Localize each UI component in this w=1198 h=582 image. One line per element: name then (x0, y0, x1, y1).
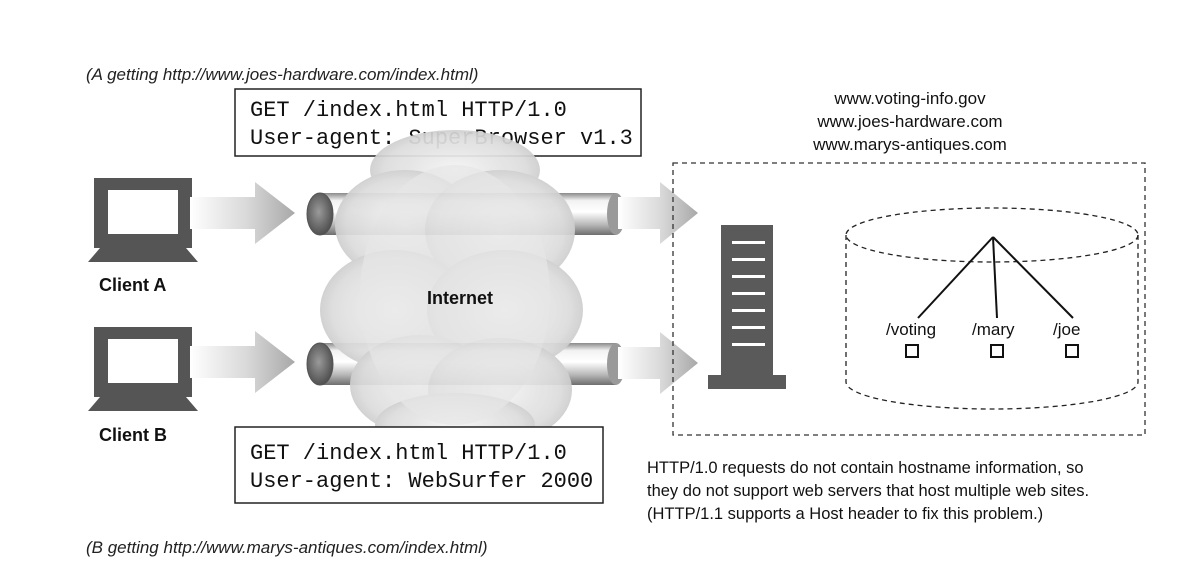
path-joe: /joe (1053, 320, 1080, 339)
request-box-b: GET /index.html HTTP/1.0 User-agent: Web… (234, 426, 604, 504)
request-b-line2: User-agent: WebSurfer 2000 (250, 469, 593, 494)
arrow-icon-client-b (190, 331, 295, 393)
host-marys-antiques: www.marys-antiques.com (812, 135, 1007, 154)
arrow-icon-server-a (618, 182, 698, 244)
caption-a: (A getting http://www.joes-hardware.com/… (86, 65, 478, 84)
request-a-line1: GET /index.html HTTP/1.0 (250, 98, 567, 123)
pipe-a-opening (306, 192, 334, 236)
path-mary: /mary (972, 320, 1015, 339)
directory-tree (917, 236, 1074, 319)
client-a-label: Client A (99, 275, 166, 295)
disk-cylinder-icon (845, 207, 1139, 410)
request-box-a: GET /index.html HTTP/1.0 User-agent: Sup… (234, 88, 642, 157)
file-square-icon (905, 344, 919, 358)
server-tower-icon (708, 225, 786, 389)
client-b-computer-monitor-icon (88, 327, 198, 411)
arrow-icon-client-a (190, 182, 295, 244)
file-square-icon (1065, 344, 1079, 358)
note-line-2: they do not support web servers that hos… (647, 482, 1089, 500)
internet-label: Internet (427, 288, 493, 308)
file-square-icon (990, 344, 1004, 358)
note-line-3: (HTTP/1.1 supports a Host header to fix … (647, 505, 1043, 523)
caption-b: (B getting http://www.marys-antiques.com… (86, 538, 488, 557)
host-voting-info: www.voting-info.gov (833, 89, 986, 108)
arrow-icon-server-b (618, 332, 698, 394)
request-b-line1: GET /index.html HTTP/1.0 (250, 441, 567, 466)
pipe-b-opening (306, 342, 334, 386)
client-a-computer-monitor-icon (88, 178, 198, 262)
server-boundary (672, 162, 1146, 436)
note-line-1: HTTP/1.0 requests do not contain hostnam… (647, 459, 1084, 477)
host-joes-hardware: www.joes-hardware.com (816, 112, 1002, 131)
client-b-label: Client B (99, 425, 167, 445)
path-voting: /voting (886, 320, 936, 339)
